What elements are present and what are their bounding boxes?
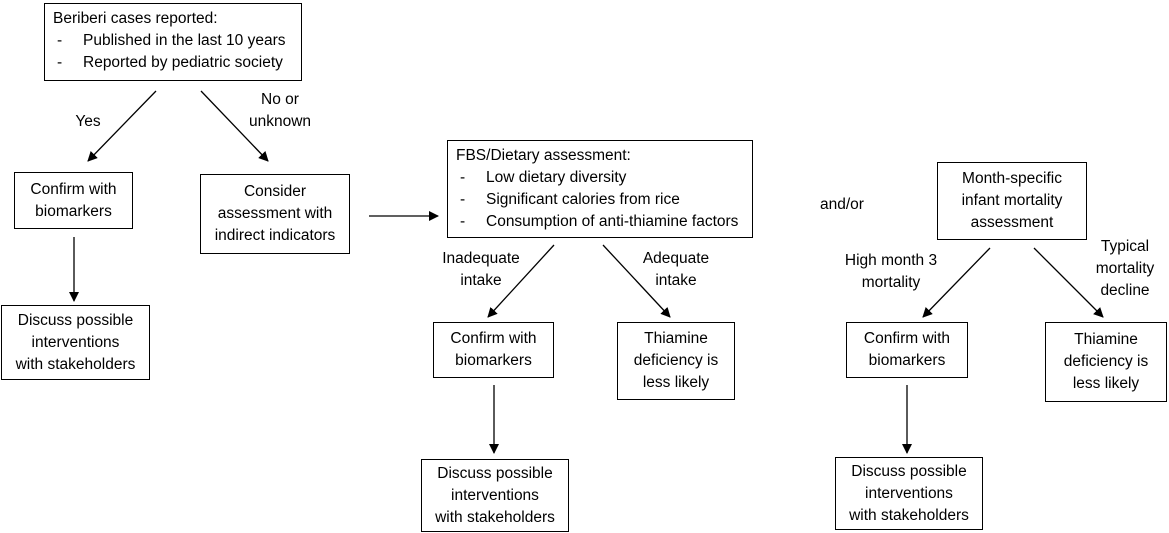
arrow-month-to-confirm3 (922, 247, 991, 318)
confirm-3-line1: Confirm with (863, 330, 951, 347)
thiamine-less-likely-box-2: Thiamine deficiency is less likely (1045, 322, 1167, 402)
thiamine-1-line3: less likely (642, 374, 710, 391)
month-line3: assessment (970, 214, 1054, 231)
edge-label-inadequate: Inadequate intake (436, 248, 526, 292)
fbs-item-anti-thiamine: Consumption of anti-thiamine factors (456, 211, 744, 233)
edge-label-typical-line2: mortality (1095, 260, 1155, 277)
thiamine-2-line2: deficiency is (1063, 353, 1149, 370)
confirm-1-line1: Confirm with (30, 180, 117, 198)
fbs-item-rice: Significant calories from rice (456, 189, 744, 211)
arrow-month-to-thiamine2 (1033, 247, 1104, 318)
confirm-1-line2: biomarkers (35, 202, 112, 220)
discuss-1-line2: interventions (31, 333, 120, 351)
edge-label-typical-line3: decline (1100, 282, 1150, 299)
edge-label-adequate-line2: intake (655, 272, 697, 289)
confirm-biomarkers-box-2: Confirm with biomarkers (433, 322, 554, 378)
fbs-dietary-box: FBS/Dietary assessment: Low dietary dive… (447, 140, 753, 238)
consider-indirect-box: Consider assessment with indirect indica… (200, 174, 350, 254)
edge-label-high-line2: mortality (861, 274, 921, 291)
thiamine-2-line3: less likely (1072, 375, 1140, 392)
thiamine-2-line1: Thiamine (1074, 331, 1138, 348)
confirm-2-line2: biomarkers (455, 352, 532, 369)
beriberi-cases-box: Beriberi cases reported: Published in th… (44, 3, 302, 81)
discuss-1-line3: with stakeholders (15, 355, 136, 373)
arrow-fbs-to-confirm2 (487, 244, 555, 318)
edge-label-no-unknown-line2: unknown (248, 113, 312, 130)
edge-label-typical-decline: Typical mortality decline (1088, 236, 1162, 302)
confirm-2-line1: Confirm with (450, 330, 537, 347)
edge-label-high-month3: High month 3 mortality (838, 250, 944, 294)
edge-label-adequate: Adequate intake (636, 248, 716, 292)
discuss-interventions-box-2: Discuss possible interventions with stak… (421, 459, 569, 532)
discuss-1-line1: Discuss possible (17, 311, 134, 329)
discuss-3-line2: interventions (865, 484, 953, 502)
beriberi-item-pediatric: Reported by pediatric society (53, 52, 293, 74)
arrow-fbs-to-thiamine1 (602, 244, 671, 318)
edge-label-typical-line1: Typical (1100, 238, 1150, 255)
thiamine-less-likely-box-1: Thiamine deficiency is less likely (617, 322, 735, 400)
arrow-beriberi-to-confirm (87, 90, 157, 162)
fbs-heading: FBS/Dietary assessment: (456, 147, 631, 164)
discuss-interventions-box-1: Discuss possible interventions with stak… (1, 305, 150, 380)
edge-label-high-line1: High month 3 (844, 252, 938, 269)
thiamine-1-line1: Thiamine (644, 330, 708, 347)
discuss-3-line1: Discuss possible (851, 462, 967, 480)
month-specific-mortality-box: Month-specific infant mortality assessme… (937, 162, 1087, 240)
fbs-item-diversity: Low dietary diversity (456, 167, 744, 189)
consider-line2: assessment with (217, 205, 333, 222)
discuss-3-line3: with stakeholders (849, 506, 969, 524)
consider-line1: Consider (243, 183, 307, 200)
beriberi-heading: Beriberi cases reported: (53, 10, 218, 27)
edge-label-adequate-line1: Adequate (642, 250, 710, 267)
beriberi-item-published: Published in the last 10 years (53, 30, 293, 52)
consider-line3: indirect indicators (214, 227, 336, 244)
discuss-interventions-box-3: Discuss possible interventions with stak… (835, 457, 983, 530)
discuss-2-line3: with stakeholders (435, 508, 555, 526)
edge-label-no-unknown: No or unknown (240, 89, 320, 133)
month-line2: infant mortality (961, 192, 1063, 209)
confirm-biomarkers-box-1: Confirm with biomarkers (14, 172, 133, 229)
month-line1: Month-specific (962, 170, 1062, 187)
edge-label-inadequate-line2: intake (460, 272, 502, 289)
discuss-2-line2: interventions (451, 486, 539, 504)
thiamine-1-line2: deficiency is (633, 352, 719, 369)
confirm-biomarkers-box-3: Confirm with biomarkers (846, 322, 968, 378)
arrow-beriberi-to-consider (200, 90, 269, 162)
and-or-label: and/or (820, 196, 864, 213)
edge-label-no-unknown-line1: No or (261, 91, 299, 108)
edge-label-inadequate-line1: Inadequate (442, 250, 520, 267)
edge-label-yes: Yes (75, 113, 101, 130)
confirm-3-line2: biomarkers (868, 352, 946, 369)
discuss-2-line1: Discuss possible (437, 464, 553, 482)
